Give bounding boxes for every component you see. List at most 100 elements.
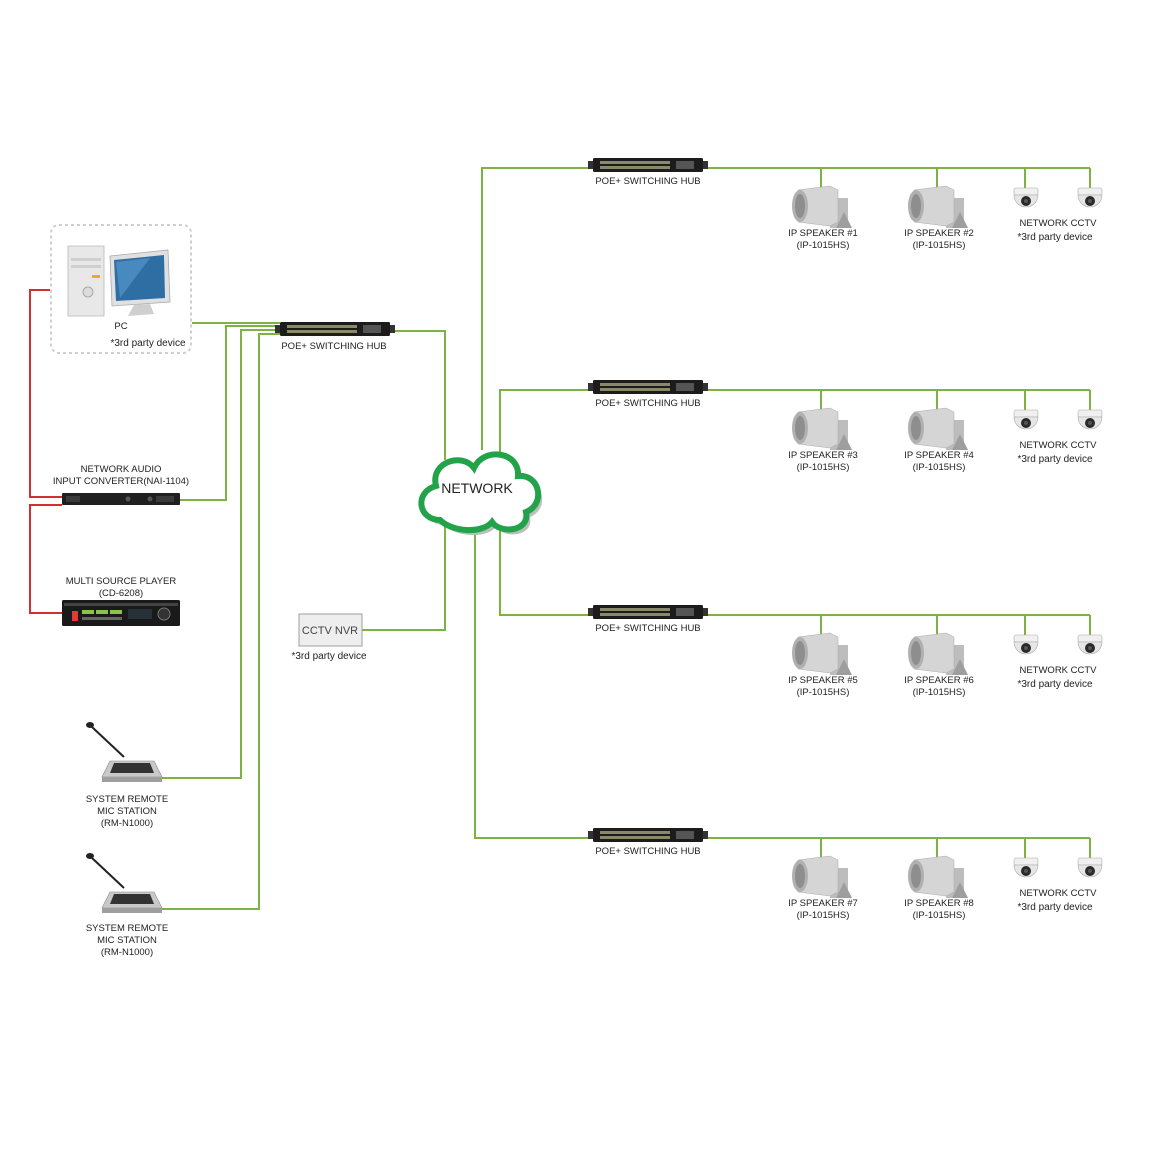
ip-speaker-icon	[791, 855, 853, 899]
main-hub-icon	[275, 322, 395, 336]
nvr-label: CCTV NVR	[302, 625, 358, 637]
branch-cables	[706, 167, 1091, 858]
speaker-b-model: (IP-1015HS)	[913, 910, 966, 921]
nai-device-icon	[62, 493, 180, 505]
cctv-label: NETWORK CCTV	[1019, 218, 1097, 229]
pc-group: PC *3rd party device	[50, 224, 192, 354]
hub-label: POE+ SWITCHING HUB	[595, 623, 700, 634]
audio-cable-nai-player	[29, 504, 62, 614]
cctv-camera-icon	[1077, 409, 1103, 430]
cctv-camera-icon	[1077, 857, 1103, 878]
hub-label: POE+ SWITCHING HUB	[595, 176, 700, 187]
cctv-camera-icon	[1013, 409, 1039, 430]
cctv-third-party-note: *3rd party device	[1017, 454, 1092, 465]
ip-speaker-icon	[907, 632, 969, 676]
cloud-icon	[418, 451, 542, 533]
switching-hub-icon	[588, 828, 708, 842]
cctv-label: NETWORK CCTV	[1019, 440, 1097, 451]
cctv-label: NETWORK CCTV	[1019, 665, 1097, 676]
cable-nai-hub	[180, 325, 280, 501]
speaker-b-model: (IP-1015HS)	[913, 240, 966, 251]
mic2-label-line3: (RM-N1000)	[101, 947, 153, 958]
mic2-label-line1: SYSTEM REMOTE	[86, 923, 168, 934]
speaker-b-label: IP SPEAKER #2	[904, 228, 974, 239]
switching-hub-icon	[588, 158, 708, 172]
speaker-a-model: (IP-1015HS)	[797, 687, 850, 698]
cable-network-branch1	[481, 167, 590, 450]
speaker-a-label: IP SPEAKER #1	[788, 228, 858, 239]
network-cloud: NETWORK	[418, 451, 543, 536]
nai-label-line2: INPUT CONVERTER(NAI-1104)	[53, 476, 189, 487]
cable-hub-network	[390, 330, 446, 460]
speaker-b-label: IP SPEAKER #4	[904, 450, 974, 461]
speaker-b-model: (IP-1015HS)	[913, 687, 966, 698]
cctv-camera-icon	[1013, 634, 1039, 655]
cctv-nvr: CCTV NVR *3rd party device	[291, 613, 367, 662]
cctv-third-party-note: *3rd party device	[1017, 232, 1092, 243]
mic1-label-line3: (RM-N1000)	[101, 818, 153, 829]
nvr-third-party-note: *3rd party device	[291, 651, 366, 662]
multi-source-player: MULTI SOURCE PLAYER (CD-6208)	[62, 576, 180, 626]
speaker-a-model: (IP-1015HS)	[797, 910, 850, 921]
pc-label: PC	[114, 321, 127, 332]
mic-station-2: SYSTEM REMOTE MIC STATION (RM-N1000)	[85, 852, 168, 958]
cctv-camera-icon	[1013, 187, 1039, 208]
ip-speaker-icon	[907, 185, 969, 229]
network-cables	[160, 167, 590, 910]
ip-speaker-icon	[791, 407, 853, 451]
mic-station-icon	[85, 721, 163, 783]
ip-speaker-icon	[791, 185, 853, 229]
mic-station-1: SYSTEM REMOTE MIC STATION (RM-N1000)	[85, 721, 168, 829]
nvr-box	[298, 613, 363, 647]
speaker-a-label: IP SPEAKER #5	[788, 675, 858, 686]
hub-label: POE+ SWITCHING HUB	[595, 398, 700, 409]
mic2-label-line2: MIC STATION	[97, 935, 157, 946]
mic1-label-line2: MIC STATION	[97, 806, 157, 817]
cable-network-branch2	[499, 389, 590, 460]
cable-mic1-hub	[160, 329, 280, 779]
nai-converter: NETWORK AUDIO INPUT CONVERTER(NAI-1104)	[53, 464, 189, 505]
mic1-label-line1: SYSTEM REMOTE	[86, 794, 168, 805]
cctv-camera-icon	[1013, 857, 1039, 878]
pc-monitor-icon	[109, 249, 171, 316]
ip-speaker-icon	[907, 855, 969, 899]
player-device-icon	[62, 600, 180, 626]
cctv-label: NETWORK CCTV	[1019, 888, 1097, 899]
speaker-b-label: IP SPEAKER #8	[904, 898, 974, 909]
switching-hub-icon	[588, 605, 708, 619]
switching-hub-icon	[588, 380, 708, 394]
network-label: NETWORK	[441, 480, 513, 496]
cable-network-branch3	[499, 518, 590, 616]
cable-network-branch4	[474, 520, 590, 839]
main-switching-hub: POE+ SWITCHING HUB	[275, 322, 395, 352]
cctv-camera-icon	[1077, 634, 1103, 655]
audio-cables	[29, 289, 62, 614]
audio-cable-pc-nai	[29, 289, 62, 498]
mic-station-icon	[85, 852, 163, 914]
speaker-a-label: IP SPEAKER #3	[788, 450, 858, 461]
ip-speaker-icon	[791, 632, 853, 676]
nai-label-line1: NETWORK AUDIO	[81, 464, 162, 475]
speaker-a-model: (IP-1015HS)	[797, 462, 850, 473]
pc-dashed-frame	[50, 224, 192, 354]
speaker-b-model: (IP-1015HS)	[913, 462, 966, 473]
pc-third-party-note: *3rd party device	[110, 338, 185, 349]
hub-label: POE+ SWITCHING HUB	[595, 846, 700, 857]
cctv-third-party-note: *3rd party device	[1017, 679, 1092, 690]
player-label-line2: (CD-6208)	[99, 588, 143, 599]
speaker-a-model: (IP-1015HS)	[797, 240, 850, 251]
cctv-camera-icon	[1077, 187, 1103, 208]
cable-nvr-network	[362, 520, 446, 631]
speaker-b-label: IP SPEAKER #6	[904, 675, 974, 686]
player-label-line1: MULTI SOURCE PLAYER	[66, 576, 177, 587]
ip-speaker-icon	[907, 407, 969, 451]
main-hub-label: POE+ SWITCHING HUB	[281, 341, 386, 352]
speaker-a-label: IP SPEAKER #7	[788, 898, 858, 909]
